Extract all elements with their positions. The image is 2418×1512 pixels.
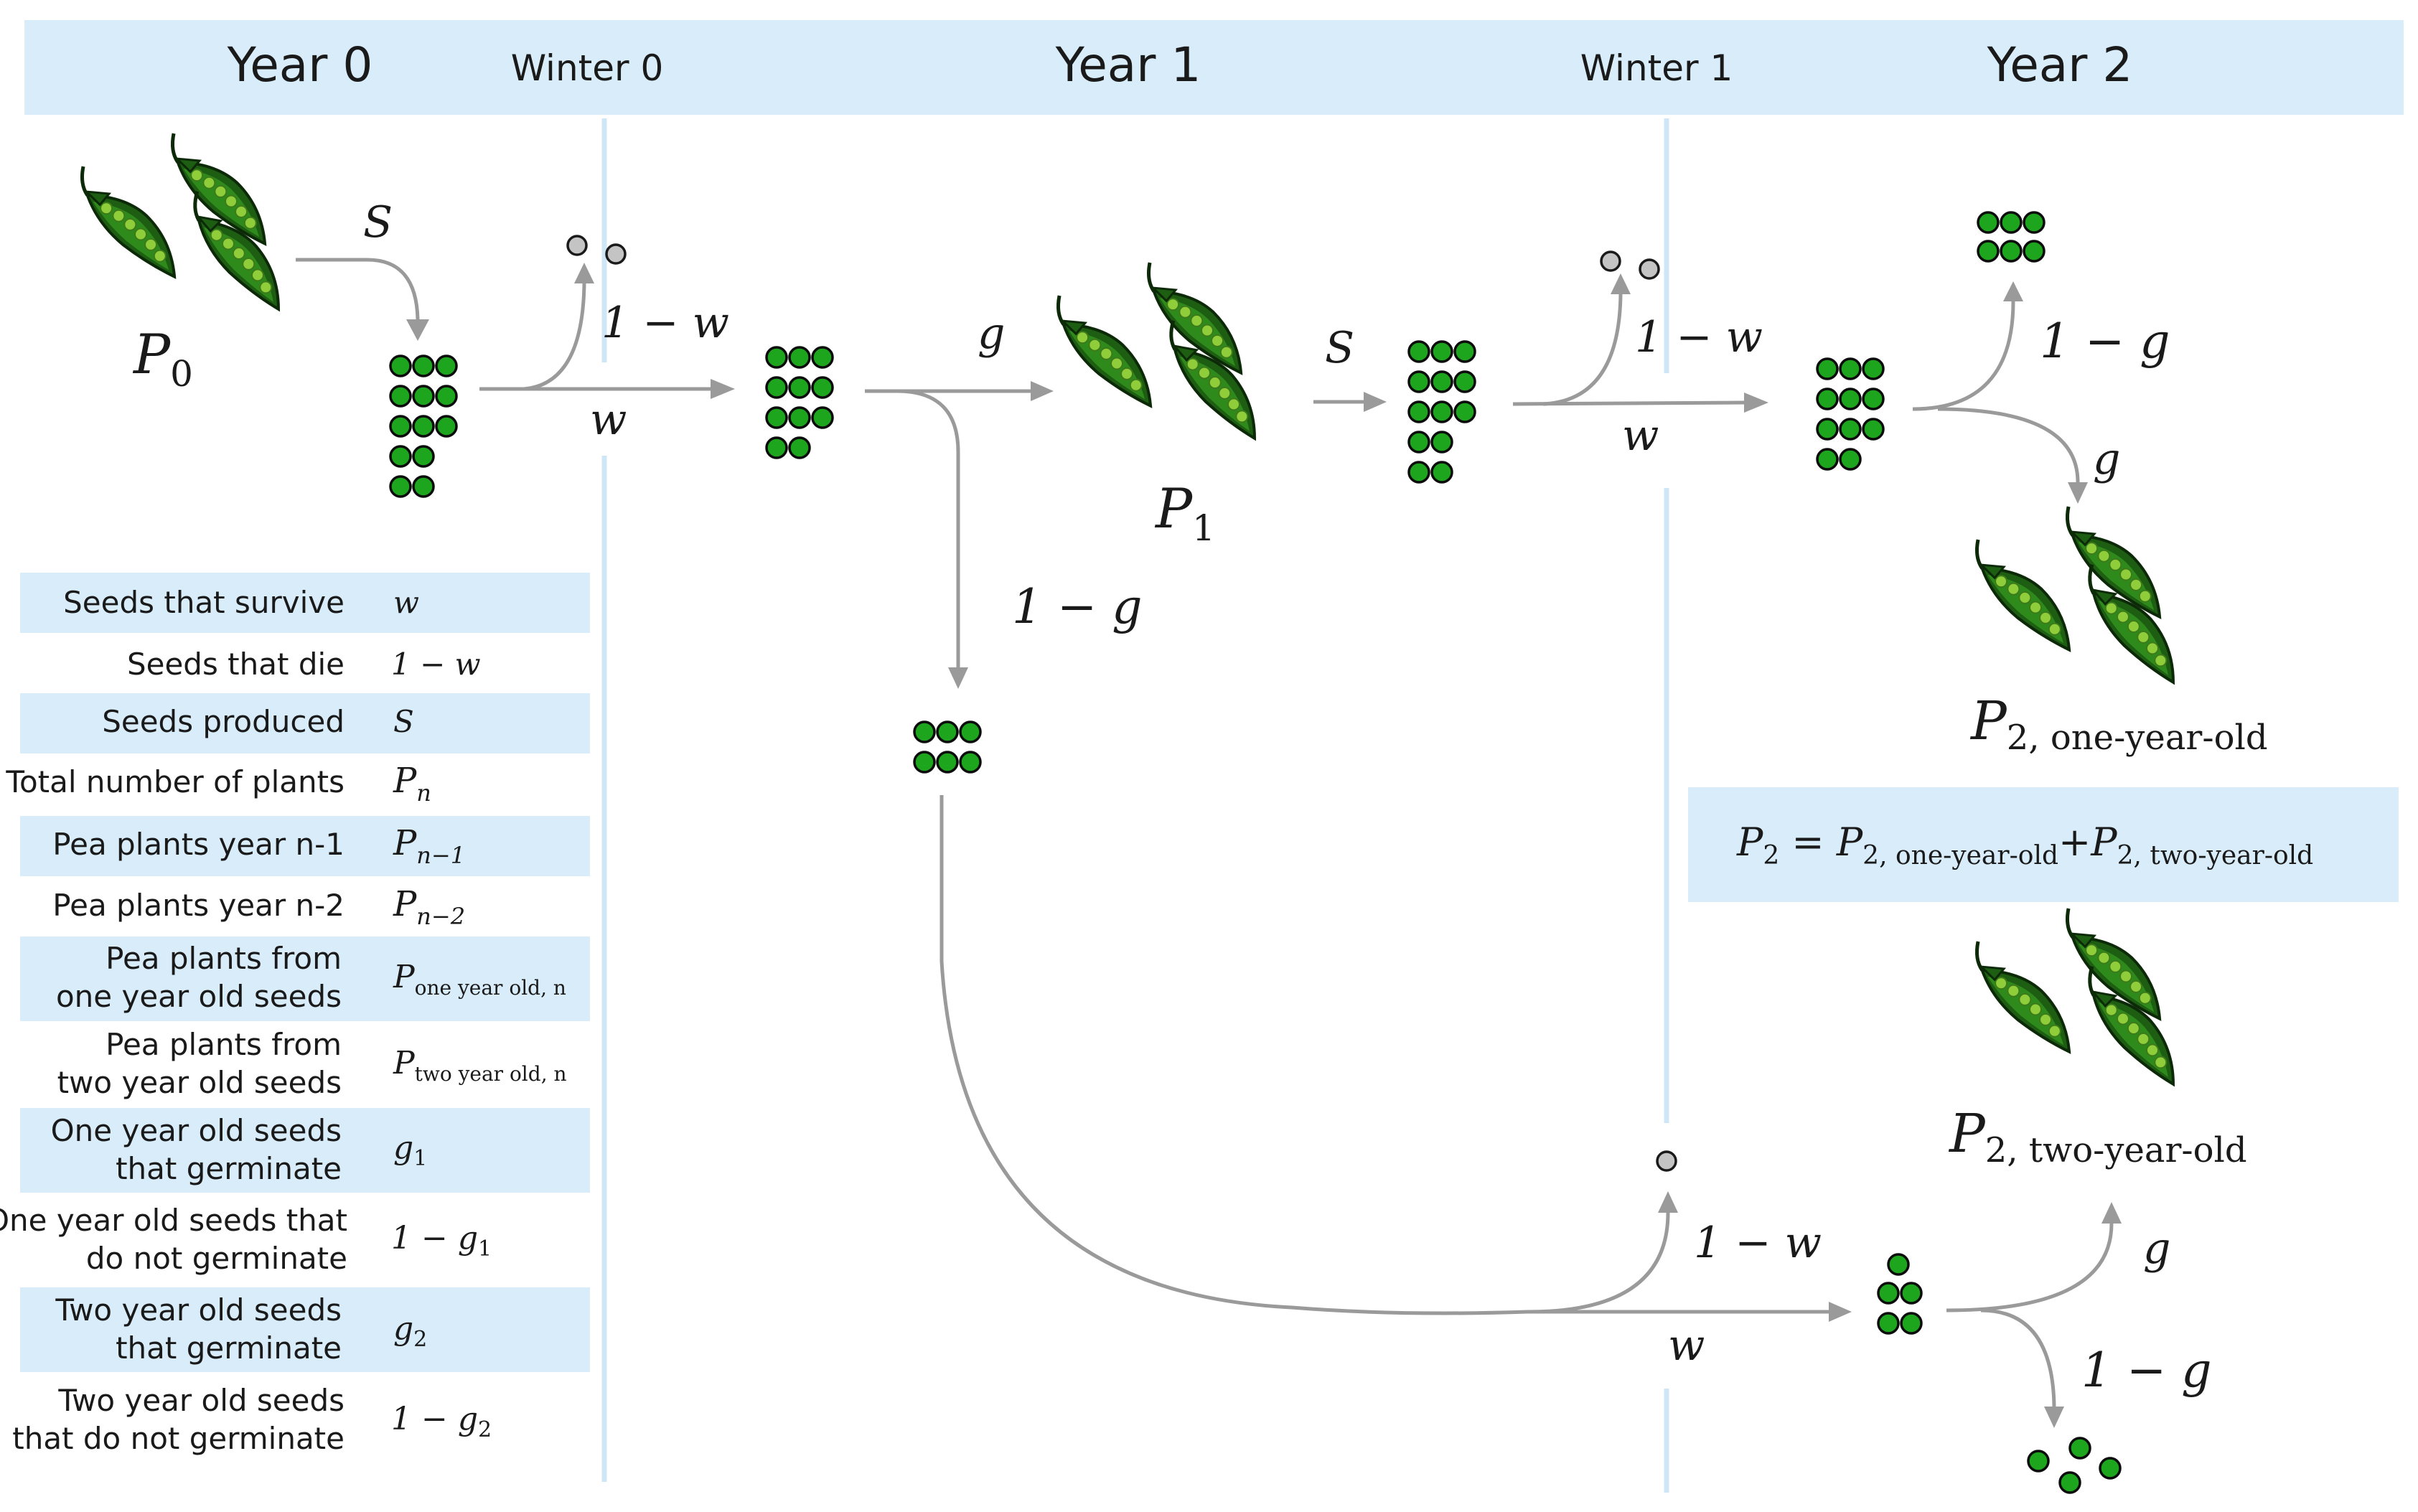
label-w-winter0: w — [590, 395, 627, 445]
table-sym: S — [393, 704, 414, 739]
table-sym: 1 − g1 — [391, 1220, 492, 1262]
dead-seeds-two-year-old — [1656, 1150, 1677, 1172]
seeds-not-germinated-year-2 — [1977, 211, 2046, 263]
table-sym: Ptwo year old, n — [393, 1045, 567, 1086]
seeds-surviving-winter-1 — [1816, 357, 1885, 471]
table-desc: Seeds produced — [102, 704, 345, 739]
label-p0: P0 — [132, 322, 193, 395]
table-desc: one year old seeds — [56, 979, 342, 1014]
label-g-year2: g — [2093, 434, 2120, 484]
two-year-old-seeds — [1877, 1253, 1923, 1335]
table-sym: Pn — [393, 761, 431, 807]
table-desc: that do not germinate — [12, 1421, 345, 1456]
table-desc: Seeds that survive — [63, 585, 345, 620]
label-g-year1: g — [978, 309, 1005, 359]
table-desc: two year old seeds — [57, 1065, 342, 1100]
winter-dividers — [601, 118, 1669, 1493]
label-p2-one-year-old: P2, one-year-old — [1969, 690, 2268, 758]
table-desc: Pea plants year n-2 — [52, 888, 345, 923]
table-desc: Pea plants from — [106, 1027, 342, 1062]
table-desc: One year old seeds that — [0, 1203, 347, 1238]
pea-plants-two-two-year-old-icon — [1956, 906, 2193, 1090]
two-year-old-seeds-not-germinated — [2027, 1437, 2122, 1494]
legend-table: Seeds that survive w Seeds that die 1 − … — [0, 585, 567, 1456]
dead-seeds-winter-0 — [566, 235, 627, 265]
table-desc: Two year old seeds — [57, 1383, 345, 1418]
label-one-minus-g-year2: 1 − g — [2040, 314, 2170, 369]
label-p2-two-year-old: P2, two-year-old — [1948, 1103, 2247, 1170]
flow-arrows — [296, 258, 2122, 1428]
table-sym: 1 − w — [391, 647, 481, 682]
dead-seeds-winter-1 — [1600, 250, 1660, 280]
pea-plants-two-one-year-old-icon — [1956, 504, 2193, 688]
table-sym: w — [393, 585, 419, 620]
label-s-year0: S — [363, 197, 393, 248]
table-desc: One year old seeds — [51, 1113, 342, 1148]
label-one-minus-g-year1: 1 − g — [1012, 579, 1143, 634]
label-w-two-year: w — [1668, 1320, 1705, 1371]
table-sym: Pone year old, n — [393, 959, 566, 1000]
table-desc: Pea plants year n-1 — [52, 827, 345, 862]
table-sym: g2 — [393, 1310, 427, 1352]
header-year-2: Year 2 — [1987, 37, 2133, 93]
table-sym: 1 − g2 — [391, 1401, 492, 1442]
label-p1: P1 — [1154, 476, 1215, 549]
seeds-year-1 — [1407, 340, 1476, 484]
table-sym: Pn−2 — [393, 884, 465, 930]
header-band — [24, 20, 2404, 115]
seeds-surviving-winter-0 — [765, 346, 834, 459]
legend-table-stripes — [20, 573, 590, 1372]
label-one-minus-w-winter1: 1 − w — [1635, 312, 1763, 362]
seeds-not-germinated-year-1 — [913, 720, 982, 774]
label-w-winter1: w — [1622, 410, 1659, 461]
pea-plants-year-0-icon — [61, 131, 299, 315]
pea-plants-year-1-icon — [1037, 260, 1275, 444]
header-winter-0: Winter 0 — [511, 47, 664, 89]
table-desc: that germinate — [116, 1330, 342, 1366]
label-one-minus-g-two-year: 1 − g — [2081, 1343, 2212, 1398]
table-desc: Total number of plants — [5, 764, 345, 799]
label-g-two-year: g — [2143, 1224, 2170, 1274]
header-winter-1: Winter 1 — [1580, 47, 1733, 89]
table-sym: g1 — [393, 1130, 427, 1171]
table-desc: that germinate — [116, 1151, 342, 1186]
table-desc: do not germinate — [86, 1241, 347, 1276]
table-desc: Two year old seeds — [55, 1292, 342, 1328]
header-year-0: Year 0 — [227, 37, 373, 93]
label-one-minus-w-two-year: 1 − w — [1694, 1218, 1822, 1268]
equation: P2 = P2, one-year-old+P2, two-year-old — [1736, 820, 2313, 870]
arrow-labels: S 1 − w w g 1 − g S 1 − w w 1 − g g 1 − … — [363, 197, 2212, 1398]
label-one-minus-w-winter0: 1 − w — [601, 298, 729, 348]
label-s-year1: S — [1325, 323, 1354, 373]
table-desc: Seeds that die — [127, 647, 345, 682]
header-year-1: Year 1 — [1055, 37, 1201, 93]
equation-box — [1688, 787, 2399, 902]
table-sym: Pn−1 — [393, 823, 465, 869]
table-desc: Pea plants from — [106, 941, 342, 976]
seeds-year-0 — [389, 354, 458, 498]
